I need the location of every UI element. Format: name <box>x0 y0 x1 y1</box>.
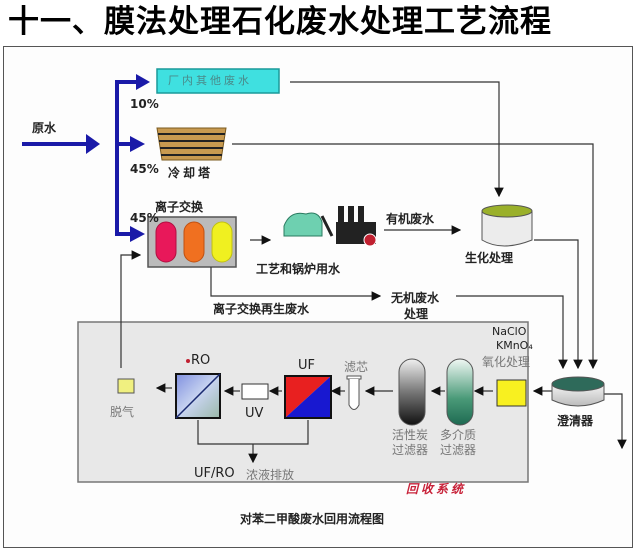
oxidant-naclo: NaClO <box>492 325 527 338</box>
oxidant-kmno4: KMnO₄ <box>496 339 533 352</box>
process-equipment-icon <box>283 212 334 237</box>
multimedia-filter-icon <box>446 358 474 426</box>
branch-percent-cooling: 45% <box>130 162 159 176</box>
process-boiler-water-label: 工艺和锅炉用水 <box>256 262 341 276</box>
oxidation-box <box>496 379 527 407</box>
multimedia-filter-label-2: 过滤器 <box>440 443 477 457</box>
activated-carbon-label-2: 过滤器 <box>392 443 429 457</box>
biochemical-treatment-label: 生化处理 <box>465 251 514 265</box>
degas-label: 脱气 <box>110 405 135 419</box>
uf-label: UF <box>298 358 315 373</box>
uv-unit-icon <box>241 383 269 400</box>
activated-carbon-label-1: 活性炭 <box>392 428 429 442</box>
ion-exchange-label: 离子交换 <box>155 200 204 214</box>
concentrate-prefix-label: UF/RO <box>194 466 235 481</box>
branch-percent-ion: 45% <box>130 211 159 225</box>
raw-water-label: 原水 <box>32 121 57 135</box>
clarifier-label: 澄清器 <box>557 414 594 428</box>
boiler-factory-icon <box>336 206 377 247</box>
oxidation-treatment-label: 氧化处理 <box>482 355 531 369</box>
ion-exchange-unit-icon <box>147 216 237 268</box>
activated-carbon-filter-icon <box>398 358 426 426</box>
uv-label: UV <box>245 406 264 421</box>
recovery-system-label: 回收系统 <box>406 482 467 496</box>
biochemical-tank-icon <box>481 204 533 247</box>
raw-water-flow <box>22 74 150 242</box>
cooling-tower-label: 冷却塔 <box>168 166 214 180</box>
diagram-caption: 对苯二甲酸废水回用流程图 <box>240 512 385 526</box>
ro-module-icon <box>175 359 221 419</box>
organic-wastewater-label: 有机废水 <box>386 212 435 226</box>
inorganic-treatment-label-1: 无机废水 <box>391 291 440 305</box>
concentrate-discharge-label: 浓液排放 <box>246 468 295 482</box>
clarifier-icon <box>551 376 605 407</box>
multimedia-filter-label-1: 多介质 <box>440 428 477 442</box>
branch-percent-plant: 10% <box>130 97 159 111</box>
page-title: 十一、膜法处理石化废水处理工艺流程 <box>8 4 552 40</box>
inorganic-treatment-label-2: 处理 <box>404 307 429 321</box>
uf-module-icon <box>284 375 332 419</box>
ro-label: RO <box>191 353 211 368</box>
ion-exchange-regen-label: 离子交换再生废水 <box>213 302 310 316</box>
plant-other-wastewater-box <box>156 68 280 94</box>
plant-other-wastewater-label: 厂内其他废水 <box>168 74 252 87</box>
cooling-tower-icon <box>156 127 227 161</box>
filter-cartridge-label: 滤芯 <box>344 360 369 374</box>
degas-unit-icon <box>117 378 135 394</box>
filter-cartridge-icon <box>346 375 362 410</box>
